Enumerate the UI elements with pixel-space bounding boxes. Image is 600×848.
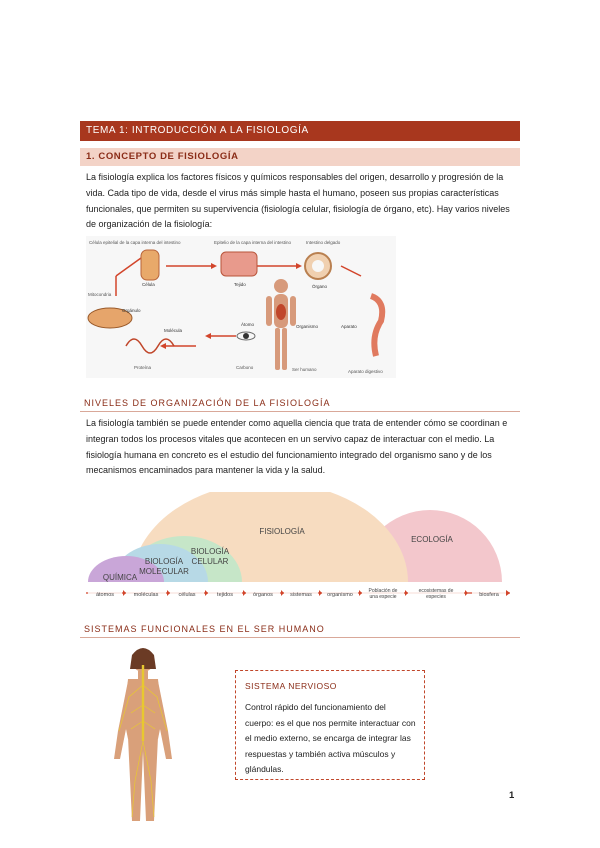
level-box xyxy=(246,585,280,601)
tissue-icon xyxy=(220,251,258,277)
label-biologia-molecular-2: MOLECULAR xyxy=(139,567,189,576)
label-quimica: QUÍMICA xyxy=(103,573,138,582)
mitochondria-icon xyxy=(87,307,133,329)
organization-levels-figure: Célula epitelial de la capa interna del … xyxy=(86,236,396,378)
level-arrow-icon xyxy=(167,590,170,596)
level-box xyxy=(284,585,318,601)
label-molecula: Molécula xyxy=(164,328,183,333)
divider xyxy=(80,411,520,412)
level-label: biosfera xyxy=(479,592,500,598)
label-carbono: Carbono xyxy=(236,365,254,370)
level-box xyxy=(208,585,242,601)
level-label: organismo xyxy=(327,592,353,598)
level-box xyxy=(472,585,506,601)
molecule-icon xyxy=(125,338,175,354)
section-paragraph-concepto: La fisiología explica los factores físic… xyxy=(86,172,510,230)
level-label: átomos xyxy=(96,592,114,598)
page-number: 1 xyxy=(509,790,515,801)
label-celula: Célula xyxy=(142,282,155,287)
label-tejido: Tejido xyxy=(234,282,246,287)
level-box xyxy=(170,585,204,601)
level-label: órganos xyxy=(253,592,273,598)
level-label: ecosistemas de xyxy=(419,588,454,594)
divider xyxy=(80,637,520,638)
cell-icon xyxy=(140,249,160,281)
level-label: tejidos xyxy=(217,592,233,598)
level-arrow-icon xyxy=(205,590,208,596)
level-arrow-icon xyxy=(243,590,246,596)
label-organo: Órgano xyxy=(312,283,328,289)
label-celula-epitelial: Célula epitelial de la capa interna del … xyxy=(89,240,181,245)
section-heading-niveles: NIVELES DE ORGANIZACIÓN DE LA FISIOLOGÍA xyxy=(84,398,331,408)
label-ser-humano: Ser humano xyxy=(292,367,317,372)
label-biologia-celular-1: BIOLOGÍA xyxy=(191,547,230,556)
label-ecologia: ECOLOGÍA xyxy=(411,535,453,544)
level-label: sistemas xyxy=(290,592,312,598)
label-organismo: Organismo xyxy=(296,324,319,329)
section-heading-sistemas: SISTEMAS FUNCIONALES EN EL SER HUMANO xyxy=(84,624,325,634)
level-box xyxy=(322,585,358,601)
nervous-system-figure xyxy=(108,645,178,827)
label-aparato-digestivo: Aparato digestivo xyxy=(348,369,383,374)
label-epitelio: Epitelio de la capa interna del intestin… xyxy=(214,240,292,245)
label-fisiologia: FISIOLOGÍA xyxy=(259,527,305,536)
digestive-icon xyxy=(369,293,386,357)
level-label: moléculas xyxy=(134,592,159,598)
box-title: SISTEMA NERVIOSO xyxy=(245,681,337,691)
label-atomo: Átomo xyxy=(241,321,255,327)
level-box xyxy=(408,585,464,601)
label-organulo: Orgánulo xyxy=(122,308,141,313)
atom-icon xyxy=(243,333,249,339)
page-title: TEMA 1: INTRODUCCIÓN A LA FISIOLOGÍA xyxy=(80,121,520,141)
level-label: una especie xyxy=(370,594,397,600)
label-aparato: Aparato xyxy=(341,324,357,329)
label-proteina: Proteína xyxy=(134,365,152,370)
level-arrow-icon xyxy=(359,590,362,596)
level-arrow-icon xyxy=(405,590,408,596)
arc-quimica xyxy=(88,556,164,582)
disciplines-diagram: FISIOLOGÍA ECOLOGÍA BIOLOGÍA CELULAR BIO… xyxy=(86,492,510,604)
label-biologia-celular-2: CELULAR xyxy=(192,557,229,566)
level-arrow-icon xyxy=(123,590,126,596)
levels-row: átomos moléculas células tejidos órganos sist… xyxy=(88,585,506,601)
human-body-icon xyxy=(266,279,296,370)
nervous-system-box: SISTEMA NERVIOSO Control rápido del func… xyxy=(235,670,425,780)
level-arrow-icon xyxy=(319,590,322,596)
box-text: Control rápido del funcionamiento del cu… xyxy=(245,702,416,774)
level-arrow-icon xyxy=(465,590,468,596)
section-paragraph-niveles: La fisiología también se puede entender … xyxy=(86,418,508,476)
label-intestino: Intestino delgado xyxy=(306,240,341,245)
level-box xyxy=(88,585,122,601)
level-box xyxy=(362,585,404,601)
level-label: especies xyxy=(426,594,446,600)
level-arrow-icon xyxy=(281,590,284,596)
level-box xyxy=(126,585,166,601)
section-heading-concepto: 1. CONCEPTO DE FISIOLOGÍA xyxy=(80,148,520,166)
level-label: Población de xyxy=(369,588,398,594)
label-mitocondria: Mitocondria xyxy=(88,292,112,297)
nerves-icon xyxy=(118,684,168,818)
label-biologia-molecular-1: BIOLOGÍA xyxy=(145,557,184,566)
level-label: células xyxy=(178,592,195,598)
